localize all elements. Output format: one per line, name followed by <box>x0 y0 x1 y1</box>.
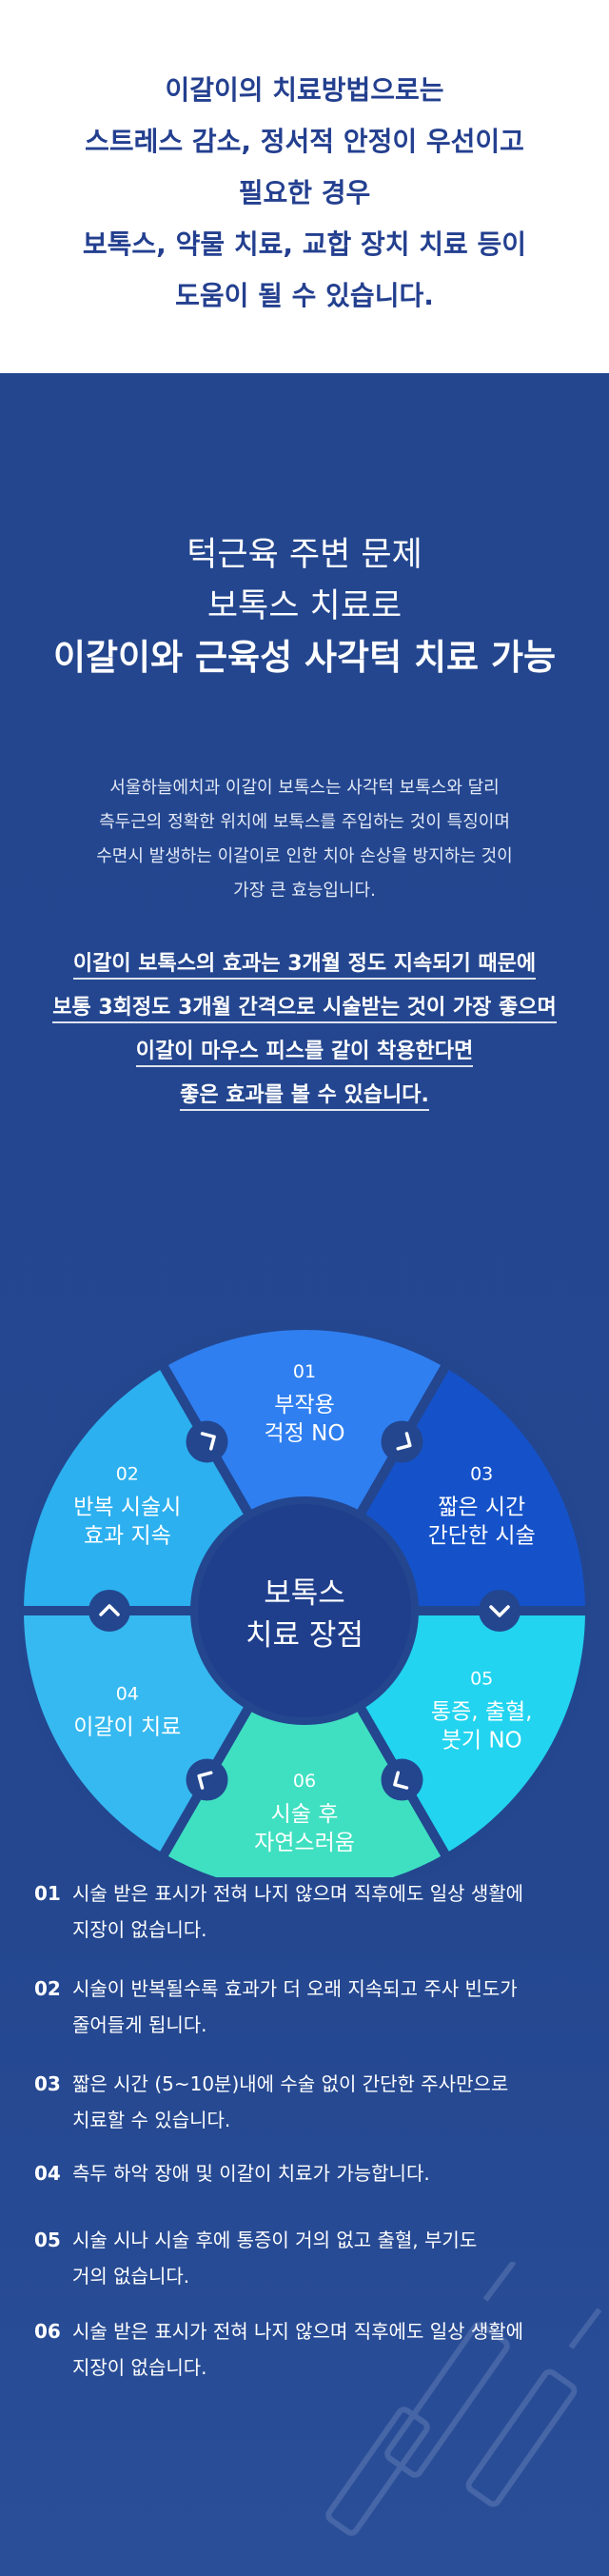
hero-line: 보톡스 치료로 <box>206 587 403 625</box>
wheel-knob-icon <box>186 1420 228 1463</box>
description: 서울하늘에치과 이갈이 보톡스는 사각턱 보톡스와 달리 측두근의 정확한 위치… <box>0 771 609 908</box>
wheel-segment-label: 자연스러움 <box>254 1831 355 1855</box>
benefit-number: 04 <box>34 2162 61 2185</box>
botox-section: 턱근육 주변 문제 보톡스 치료로 이갈이와 근육성 사각턱 치료 가능 서울하… <box>0 373 609 2576</box>
benefit-text: 짧은 시간 (5~10분)내에 수술 없이 간단한 주사만으로 <box>72 2072 509 2095</box>
benefit-text: 시술 시나 시술 후에 통증이 거의 없고 출혈, 부기도 <box>72 2229 478 2251</box>
wheel-label-04: 04 이갈이 치료 <box>73 1684 181 1740</box>
wheel-segment-number: 05 <box>470 1669 493 1690</box>
description-line: 서울하늘에치과 이갈이 보톡스는 사각턱 보톡스와 달리 <box>109 778 500 798</box>
chevron-up-icon <box>99 1604 120 1616</box>
wheel-knob-icon <box>381 1420 423 1463</box>
corner-arrow-icon <box>393 1771 409 1790</box>
highlight-line: 보통 3회정도 3개월 간격으로 시술받는 것이 가장 좋으며 <box>52 996 557 1023</box>
intro-heading: 이갈이의 치료방법으로는 스트레스 감소, 정서적 안정이 우선이고 필요한 경… <box>0 65 609 322</box>
intro-line: 스트레스 감소, 정서적 안정이 우선이고 <box>85 126 524 157</box>
syringe-decoration-icon <box>325 2262 602 2536</box>
benefit-text: 측두 하악 장애 및 이갈이 치료가 가능합니다. <box>72 2162 430 2185</box>
wheel-segment-number: 02 <box>116 1464 139 1485</box>
corner-arrow-icon <box>197 1771 213 1790</box>
intro-line: 이갈이의 치료방법으로는 <box>165 74 444 106</box>
benefit-number: 03 <box>34 2072 61 2095</box>
wheel-segment-06 <box>155 1600 454 1877</box>
description-line: 측두근의 정확한 위치에 보톡스를 주입하는 것이 특징이며 <box>99 812 510 832</box>
chevron-down-icon <box>489 1605 510 1617</box>
wheel-segment-label: 시술 후 <box>271 1802 339 1827</box>
wheel-segment-number: 03 <box>470 1464 493 1485</box>
benefit-text: 지장이 없습니다. <box>72 1918 207 1941</box>
wheel-segment-01 <box>155 1320 454 1620</box>
wheel-segment-label: 효과 지속 <box>84 1524 171 1549</box>
intro-line: 보톡스, 약물 치료, 교합 장치 치료 등이 <box>82 228 527 260</box>
hero-line: 턱근육 주변 문제 <box>187 536 422 574</box>
wheel-segment-label: 이갈이 치료 <box>73 1715 181 1740</box>
wheel-segment-number: 04 <box>116 1684 139 1705</box>
highlight-line: 이갈이 보톡스의 효과는 3개월 정도 지속되기 때문에 <box>72 952 537 980</box>
benefit-text: 거의 없습니다. <box>72 2265 190 2288</box>
benefit-text: 지장이 없습니다. <box>72 2356 207 2379</box>
description-line: 수면시 발생하는 이갈이로 인한 치아 손상을 방지하는 것이 <box>96 846 513 866</box>
wheel-segment-number: 06 <box>293 1771 316 1792</box>
benefit-text: 줄어들게 됩니다. <box>72 2013 207 2036</box>
wheel-knob-icon <box>381 1758 423 1801</box>
wheel-knob-icon <box>186 1758 228 1801</box>
wheel-segment-label: 통증, 출혈, <box>431 1700 533 1725</box>
benefit-number: 06 <box>34 2320 61 2343</box>
wheel-knob-icon <box>88 1590 130 1632</box>
benefit-number: 05 <box>34 2229 61 2251</box>
corner-arrow-icon <box>200 1432 216 1451</box>
highlight-line: 이갈이 마우스 피스를 같이 착용한다면 <box>135 1040 474 1067</box>
benefit-text: 시술 받은 표시가 전혀 나지 않으며 직후에도 일상 생활에 <box>72 2320 524 2343</box>
wheel-label-05: 05 통증, 출혈, 붓기 NO <box>431 1669 533 1754</box>
corner-arrow-icon <box>396 1432 412 1451</box>
wheel-segment-number: 01 <box>293 1361 316 1382</box>
description-line: 가장 큰 효능입니다. <box>233 881 376 901</box>
benefit-number: 01 <box>34 1882 61 1905</box>
intro-section: 이갈이의 치료방법으로는 스트레스 감소, 정서적 안정이 우선이고 필요한 경… <box>0 0 609 373</box>
wheel-center <box>190 1496 419 1725</box>
intro-line: 도움이 될 수 있습니다. <box>175 280 434 311</box>
highlight-text: 이갈이 보톡스의 효과는 3개월 정도 지속되기 때문에 보통 3회정도 3개월… <box>0 942 609 1118</box>
wheel-center-subtitle: 치료 장점 <box>246 1618 363 1653</box>
wheel-segment-label: 붓기 NO <box>442 1729 522 1754</box>
wheel-segment-label: 간단한 시술 <box>428 1524 536 1549</box>
wheel-center-title: 보톡스 <box>264 1576 345 1611</box>
hero-title: 턱근육 주변 문제 보톡스 치료로 이갈이와 근육성 사각턱 치료 가능 <box>0 529 609 684</box>
benefit-text: 치료할 수 있습니다. <box>72 2109 231 2131</box>
benefit-number: 02 <box>34 1977 61 2000</box>
wheel-segment-label: 반복 시술시 <box>73 1496 181 1520</box>
intro-line: 필요한 경우 <box>238 177 371 208</box>
benefit-text: 시술 받은 표시가 전혀 나지 않으며 직후에도 일상 생활에 <box>72 1882 524 1905</box>
highlight-line: 좋은 효과를 볼 수 있습니다. <box>180 1083 429 1111</box>
hero-line-emphasis: 이갈이와 근육성 사각턱 치료 가능 <box>52 637 557 678</box>
benefit-text: 시술이 반복될수록 효과가 더 오래 지속되고 주사 빈도가 <box>72 1977 518 2000</box>
wheel-knob-icon <box>479 1590 521 1632</box>
wheel-segment-label: 부작용 <box>274 1393 334 1417</box>
wheel-segment-label: 걱정 NO <box>265 1421 345 1446</box>
wheel-segment-label: 짧은 시간 <box>438 1496 525 1520</box>
